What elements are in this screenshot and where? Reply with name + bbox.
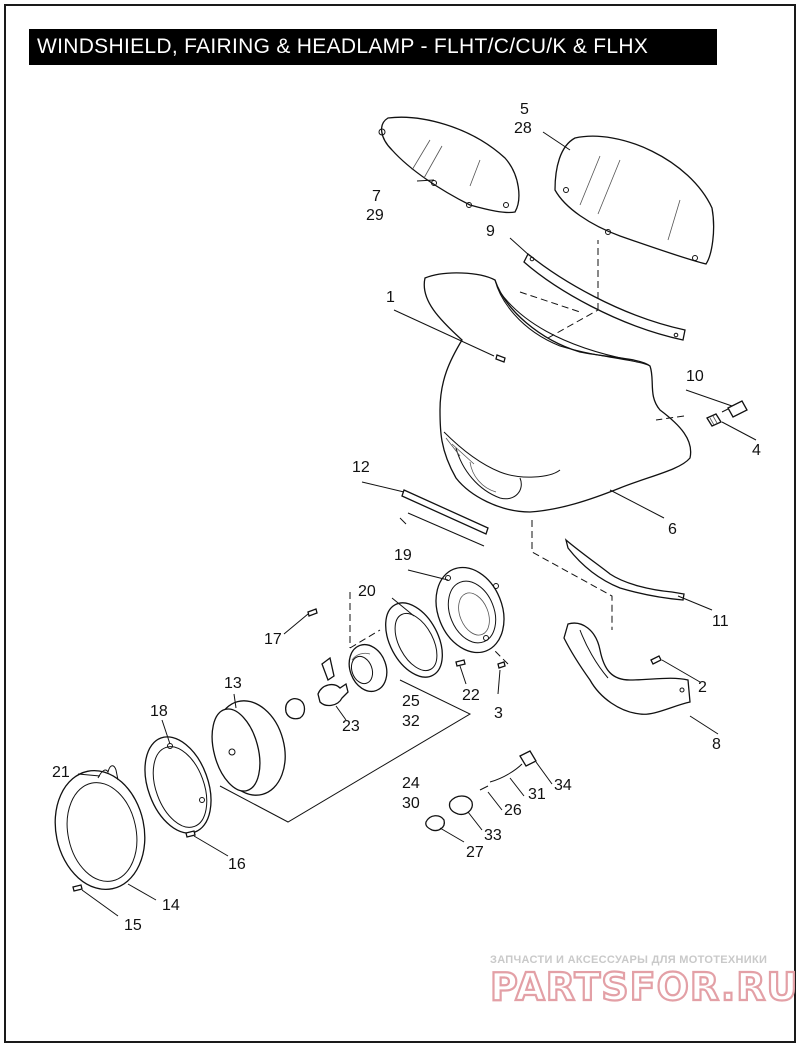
callout-11: 11	[712, 613, 729, 630]
callout-30: 30	[402, 795, 420, 812]
trim-ring-18	[144, 736, 212, 834]
windshield-trim-strip	[523, 252, 686, 341]
callout-25: 25	[402, 693, 420, 710]
callout-7: 7	[372, 188, 381, 205]
callout-17: 17	[264, 631, 282, 648]
callout-5: 5	[520, 101, 529, 118]
trim-ring-14	[54, 769, 146, 891]
callout-labels: 1 2 3 4 5 28 6 7 29 8 9 10 11 12 13 14 1…	[52, 101, 761, 934]
callout-34: 34	[554, 777, 572, 794]
position-lamp-harness	[425, 750, 537, 832]
nut-4	[706, 413, 722, 427]
bracket-strap-11	[564, 538, 685, 601]
callout-1: 1	[386, 289, 395, 306]
callout-22: 22	[462, 687, 480, 704]
callout-16: 16	[228, 856, 246, 873]
screw-2	[650, 655, 662, 665]
callout-26: 26	[504, 802, 522, 819]
leader-lines	[77, 131, 757, 917]
sealed-beam-13	[211, 700, 286, 796]
watermark-subtitle: ЗАПЧАСТИ И АКСЕССУАРЫ ДЛЯ МОТОТЕХНИКИ	[490, 954, 767, 966]
callout-6: 6	[668, 521, 677, 538]
callout-10: 10	[686, 368, 704, 385]
callout-3: 3	[494, 705, 503, 722]
callout-28: 28	[514, 120, 532, 137]
windshield-small	[378, 116, 520, 214]
housing-25	[348, 643, 388, 693]
bracket-8	[563, 622, 691, 715]
assembly-dash-lines	[349, 240, 685, 665]
callout-33: 33	[484, 827, 502, 844]
screw-22	[455, 659, 466, 667]
screw-16	[185, 830, 196, 838]
trim-strip-12	[401, 489, 489, 547]
screw-3	[497, 661, 506, 669]
screw-1	[495, 354, 506, 363]
watermark: ЗАПЧАСТИ И АКСЕССУАРЫ ДЛЯ МОТОТЕХНИКИ PA…	[489, 954, 799, 1010]
callout-31: 31	[528, 786, 546, 803]
stud-10	[721, 400, 748, 418]
watermark-logo: PARTSFOR.RU	[490, 965, 798, 1009]
diagram-frame	[4, 4, 796, 1043]
spring-clip-21	[97, 765, 119, 781]
callout-21: 21	[52, 764, 70, 781]
callout-18: 18	[150, 703, 168, 720]
callout-14: 14	[162, 897, 180, 914]
callout-19: 19	[394, 547, 412, 564]
callout-2: 2	[698, 679, 707, 696]
windshield-large	[554, 135, 715, 265]
callout-15: 15	[124, 917, 142, 934]
callout-13: 13	[224, 675, 242, 692]
screw-17	[307, 608, 318, 617]
callout-12: 12	[352, 459, 370, 476]
callout-24: 24	[402, 775, 420, 792]
page-title: WINDSHIELD, FAIRING & HEADLAMP - FLHT/C/…	[29, 29, 717, 65]
bulb-23	[285, 656, 349, 720]
callout-32: 32	[402, 713, 420, 730]
callout-9: 9	[486, 223, 495, 240]
callout-20: 20	[358, 583, 376, 600]
callout-29: 29	[366, 207, 384, 224]
headlamp-mount-19	[435, 566, 505, 654]
callout-27: 27	[466, 844, 484, 861]
callout-4: 4	[752, 442, 761, 459]
screw-15	[72, 884, 83, 892]
fairing-shell	[423, 272, 692, 513]
callout-8: 8	[712, 736, 721, 753]
callout-23: 23	[342, 718, 360, 735]
retaining-ring-20	[385, 602, 443, 678]
